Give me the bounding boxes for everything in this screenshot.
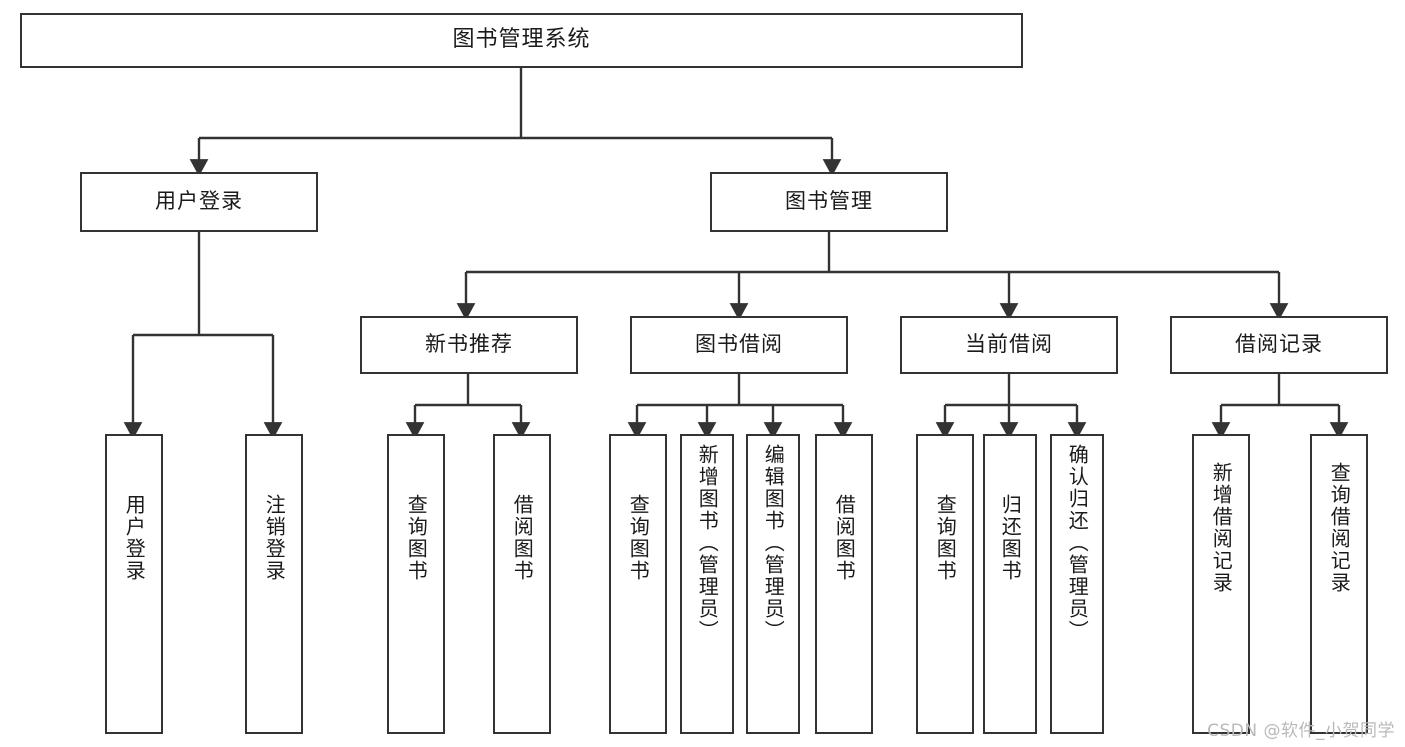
leaf-label: 查询借阅记录 [1327, 462, 1352, 594]
leaf-user-login[interactable]: 用户登录 [105, 434, 163, 734]
leaf-label: 查询图书 [626, 494, 651, 582]
leaf-label: 注销登录 [262, 494, 287, 582]
leaf-query-borrow-record[interactable]: 查询借阅记录 [1310, 434, 1368, 734]
leaf-query-book-current[interactable]: 查询图书 [916, 434, 974, 734]
leaf-label: 用户登录 [122, 494, 147, 582]
leaf-label: 借阅图书 [510, 494, 535, 582]
node-borrow-record[interactable]: 借阅记录 [1170, 316, 1388, 374]
leaf-add-book-admin[interactable]: 新增图书（管理员） [680, 434, 734, 734]
leaf-borrow-book-recommend[interactable]: 借阅图书 [493, 434, 551, 734]
leaf-label: 新增借阅记录 [1209, 462, 1234, 594]
node-current-borrow[interactable]: 当前借阅 [900, 316, 1118, 374]
leaf-label: 借阅图书 [832, 494, 857, 582]
leaf-label: 查询图书 [933, 494, 958, 582]
node-new-book-recommend[interactable]: 新书推荐 [360, 316, 578, 374]
leaf-return-book[interactable]: 归还图书 [983, 434, 1037, 734]
node-user-login[interactable]: 用户登录 [80, 172, 318, 232]
leaf-label: 编辑图书（管理员） [761, 444, 786, 642]
leaf-label: 查询图书 [404, 494, 429, 582]
leaf-label: 确认归还（管理员） [1065, 444, 1090, 642]
leaf-logout-login[interactable]: 注销登录 [245, 434, 303, 734]
leaf-confirm-return-admin[interactable]: 确认归还（管理员） [1050, 434, 1104, 734]
node-book-borrow[interactable]: 图书借阅 [630, 316, 848, 374]
leaf-edit-book-admin[interactable]: 编辑图书（管理员） [746, 434, 800, 734]
node-book-management[interactable]: 图书管理 [710, 172, 948, 232]
node-root-system[interactable]: 图书管理系统 [20, 13, 1023, 68]
leaf-query-book-borrow[interactable]: 查询图书 [609, 434, 667, 734]
leaf-add-borrow-record[interactable]: 新增借阅记录 [1192, 434, 1250, 734]
csdn-watermark: CSDN @软件_小贺同学 [1207, 721, 1395, 741]
leaf-borrow-book[interactable]: 借阅图书 [815, 434, 873, 734]
leaf-query-book-recommend[interactable]: 查询图书 [387, 434, 445, 734]
leaf-label: 归还图书 [998, 494, 1023, 582]
leaf-label: 新增图书（管理员） [695, 444, 720, 642]
